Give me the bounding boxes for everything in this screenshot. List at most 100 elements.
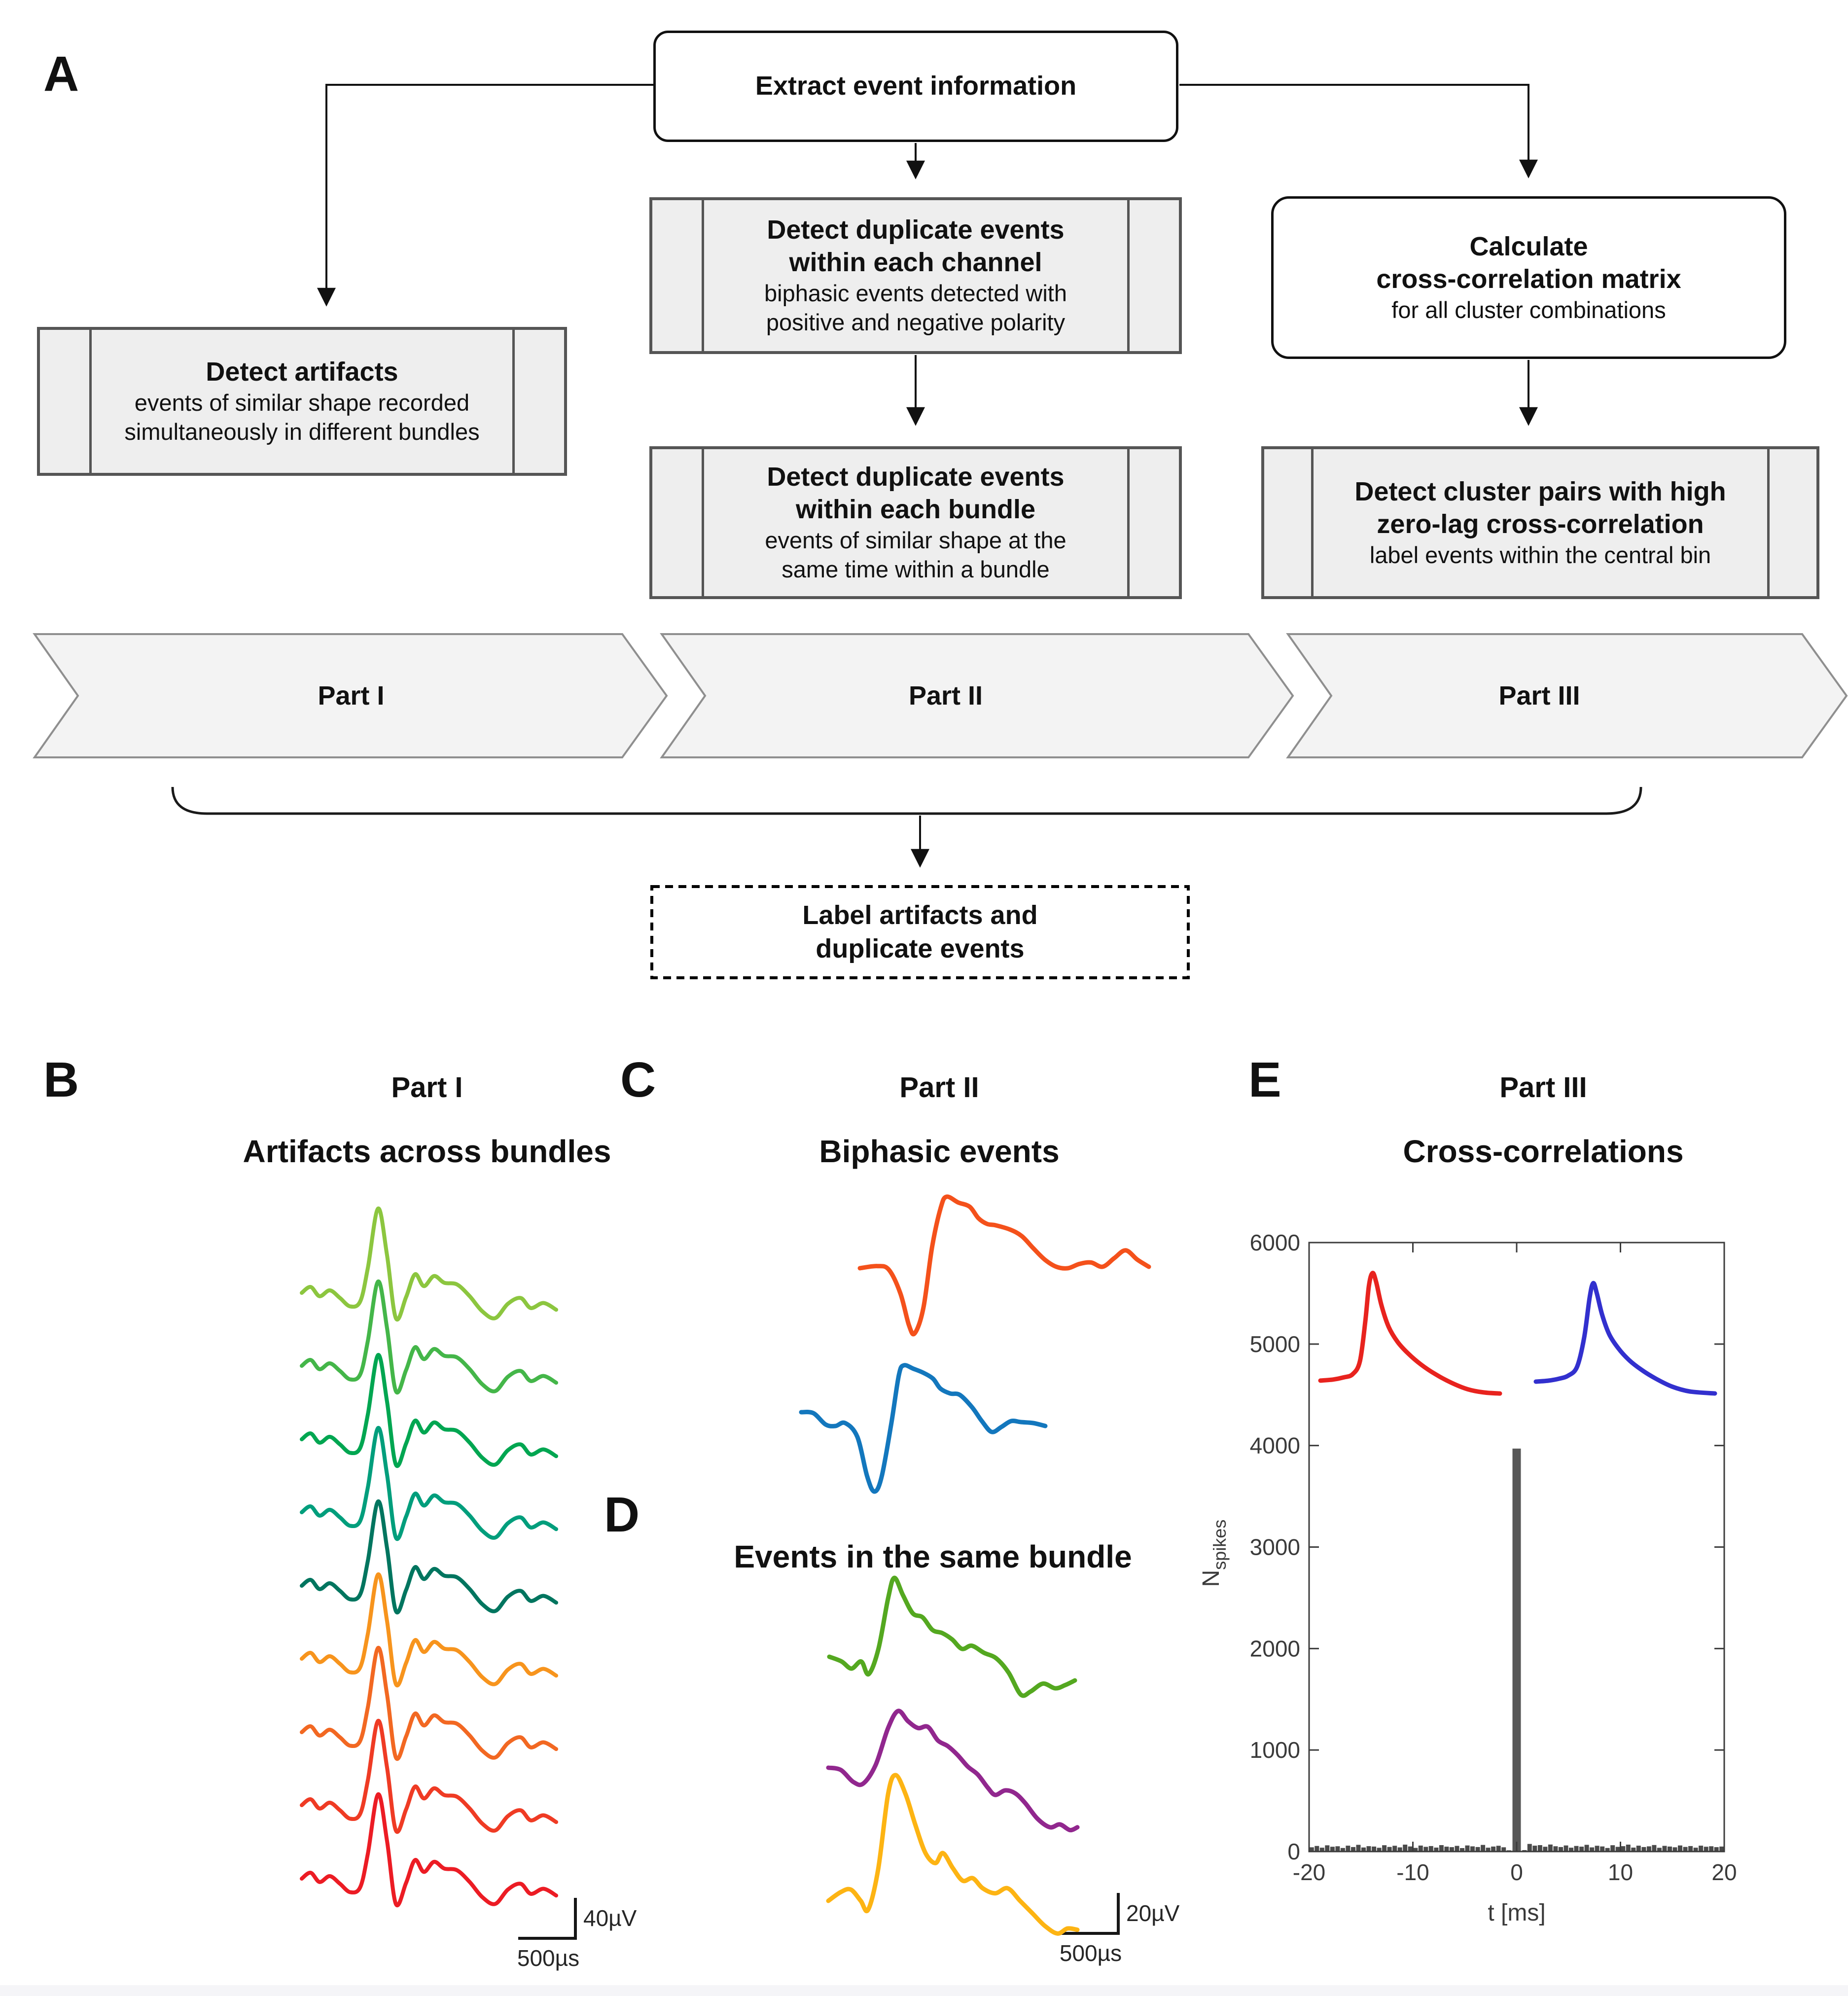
y-axis-label-sub: spikes — [1209, 1519, 1230, 1570]
histogram-noise-bin — [1527, 1844, 1532, 1852]
histogram-noise-bin — [1543, 1847, 1548, 1852]
histogram-noise-bin — [1403, 1845, 1408, 1852]
histogram-noise-bin — [1652, 1845, 1657, 1852]
histogram-noise-bin — [1600, 1846, 1605, 1852]
detect-artifacts-box: Detect artifacts events of similar shape… — [37, 327, 567, 476]
gather-brace — [171, 786, 1642, 815]
histogram-noise-bin — [1605, 1848, 1610, 1852]
histogram-noise-bin — [1646, 1846, 1651, 1852]
histogram-noise-bin — [1340, 1848, 1345, 1852]
histogram-noise-bin — [1470, 1846, 1475, 1852]
histogram-noise-bin — [1428, 1846, 1433, 1852]
chevron-part-1 — [33, 633, 668, 758]
panel-b-scale-time: 500µs — [517, 1945, 580, 1971]
section-label-e: E — [1248, 1052, 1281, 1107]
histogram-noise-bin — [1662, 1846, 1667, 1852]
negative-polarity-event — [799, 1363, 1048, 1494]
histogram-noise-bin — [1564, 1845, 1568, 1852]
histogram-noise-bin — [1309, 1847, 1314, 1852]
artifact-trace — [300, 1572, 558, 1688]
histogram-noise-bin — [1372, 1846, 1377, 1852]
connector-extract-to-artifacts — [317, 84, 653, 307]
histogram-noise-bin — [1418, 1845, 1423, 1852]
chevron-label-part2: Part II — [908, 681, 983, 711]
x-tick-label: 10 — [1608, 1859, 1633, 1885]
panel-d-traces — [826, 1575, 1080, 1936]
y-tick-label: 3000 — [1250, 1534, 1300, 1560]
cluster-pairs-title1: Detect cluster pairs with high — [1354, 476, 1726, 506]
calc-xcorr-box: Calculate cross-correlation matrix for a… — [1271, 196, 1786, 359]
histogram-noise-bin — [1553, 1846, 1558, 1852]
histogram-noise-bin — [1423, 1847, 1428, 1852]
predefined-process-line — [702, 200, 704, 351]
predefined-process-line — [1127, 449, 1130, 596]
chevron-part-2 — [660, 633, 1294, 758]
panel-e-part: Part III — [1499, 1071, 1587, 1104]
cluster-2-waveform — [1533, 1281, 1717, 1396]
bottom-strip — [0, 1985, 1848, 1996]
histogram-noise-bin — [1356, 1845, 1361, 1852]
histogram-noise-bin — [1584, 1845, 1589, 1852]
dup-bundle-title1: Detect duplicate events — [767, 462, 1065, 492]
histogram-noise-bin — [1382, 1845, 1387, 1852]
histogram-noise-bin — [1615, 1847, 1620, 1852]
y-tick-label: 0 — [1287, 1839, 1300, 1864]
section-label-c: C — [620, 1052, 656, 1107]
histogram-noise-bin — [1595, 1846, 1599, 1852]
histogram-noise-bin — [1455, 1846, 1459, 1852]
y-axis-label-main: N — [1198, 1569, 1224, 1587]
histogram-noise-bin — [1537, 1845, 1542, 1852]
histogram-noise-bin — [1626, 1845, 1631, 1852]
label-box-border — [650, 885, 1190, 979]
histogram-noise-bin — [1688, 1846, 1693, 1852]
predefined-process-line — [512, 330, 515, 473]
artifact-trace — [300, 1718, 558, 1834]
predefined-process-line — [1311, 449, 1314, 596]
histogram-noise-bin — [1501, 1847, 1506, 1852]
x-axis-label: t [ms] — [1488, 1900, 1546, 1926]
histogram-noise-bin — [1569, 1848, 1573, 1852]
dup-bundle-sub2: same time within a bundle — [782, 556, 1050, 582]
histogram-noise-bin — [1377, 1848, 1382, 1852]
y-tick-label: 6000 — [1250, 1230, 1300, 1255]
label-box: Label artifacts and duplicate events — [652, 887, 1188, 978]
bundle-event-1 — [827, 1575, 1077, 1698]
dup-channel-box: Detect duplicate events within each chan… — [649, 197, 1182, 354]
dup-channel-title1: Detect duplicate events — [767, 215, 1065, 245]
y-tick-label: 1000 — [1250, 1737, 1300, 1763]
histogram-noise-bin — [1683, 1847, 1688, 1852]
extract-event-box: Extract event information — [653, 31, 1178, 142]
calc-xcorr-title2: cross-correlation matrix — [1376, 264, 1681, 294]
histogram-noise-bin — [1486, 1848, 1491, 1852]
flow-connectors — [317, 84, 1538, 868]
positive-polarity-event — [857, 1194, 1151, 1337]
predefined-process-line — [1767, 449, 1770, 596]
histogram-noise-bin — [1574, 1846, 1579, 1852]
panel-d-title: Events in the same bundle — [734, 1539, 1132, 1574]
histogram-noise-bin — [1678, 1845, 1682, 1852]
histogram-noise-bin — [1657, 1848, 1662, 1852]
histogram-noise-bin — [1387, 1847, 1392, 1852]
cluster-pairs-box: Detect cluster pairs with high zero-lag … — [1261, 446, 1819, 599]
histogram-noise-bin — [1366, 1846, 1371, 1852]
histogram-noise-bin — [1672, 1847, 1677, 1852]
section-label-a: A — [43, 46, 79, 102]
bundle-event-3 — [826, 1773, 1080, 1936]
chevron-label-part3: Part III — [1498, 681, 1580, 711]
scalebar-panel-b — [518, 1898, 577, 1940]
panel-c-traces — [799, 1194, 1151, 1494]
histogram-noise-bin — [1491, 1846, 1496, 1852]
histogram-noise-bin — [1699, 1846, 1704, 1852]
histogram-noise-bin — [1496, 1846, 1501, 1852]
artifact-trace — [300, 1206, 558, 1322]
panel-d-scale-time: 500µs — [1059, 1940, 1122, 1966]
x-tick-label: 0 — [1510, 1859, 1523, 1885]
histogram-noise-bin — [1704, 1847, 1708, 1852]
detect-artifacts-sub2: simultaneously in different bundles — [124, 418, 480, 445]
histogram-noise-bin — [1714, 1847, 1719, 1852]
histogram-noise-bin — [1693, 1848, 1698, 1852]
part-chevrons — [33, 633, 1848, 758]
histogram-noise-bin — [1465, 1845, 1470, 1852]
panel-e-title: Cross-correlations — [1403, 1134, 1684, 1169]
